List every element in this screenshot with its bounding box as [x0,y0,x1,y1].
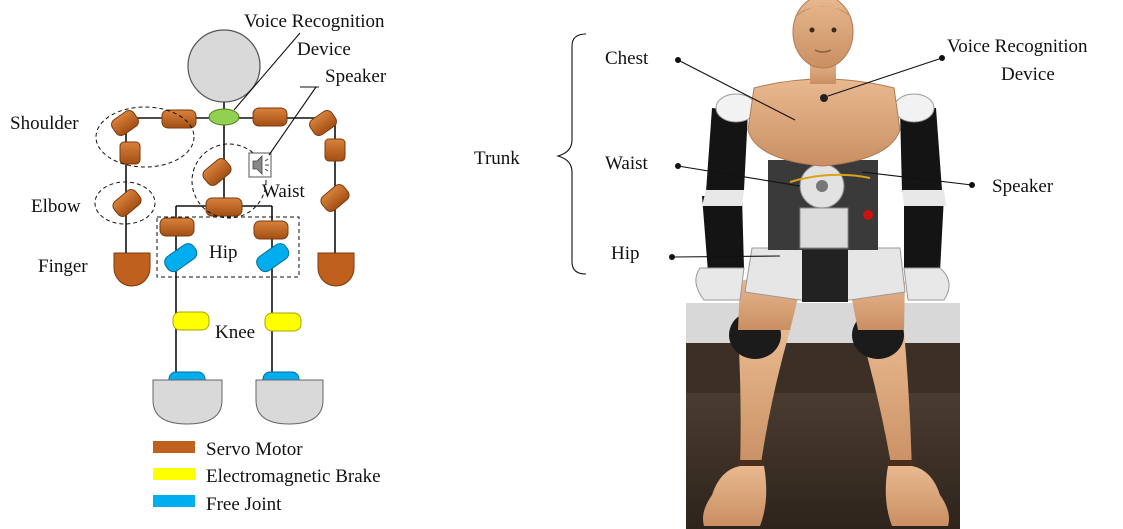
servo-motor-shape [307,108,339,138]
elbow-servo-shape [318,182,351,214]
foot-shape [256,380,323,424]
right-shoulder-joint-shape [894,94,934,122]
finger-shape [318,253,354,286]
photo-label-chest: Chest [605,48,649,69]
label-knee: Knee [215,322,255,343]
waist-bracket-shape [800,208,848,248]
photo-label-device: Device [1001,64,1055,85]
legend-servo-motor: Servo Motor [206,439,303,460]
photo-label-waist: Waist [605,153,649,174]
label-voice-recognition: Voice Recognition [244,11,385,32]
label-hip: Hip [209,242,238,263]
photo-label-speaker: Speaker [992,176,1054,197]
speaker-indicator-shape [863,210,873,220]
left-forearm-shape [702,196,744,272]
head-shape [793,0,853,68]
label-device: Device [297,39,351,60]
right-hand-shape [904,268,949,300]
photo-label-voice-recognition: Voice Recognition [947,36,1088,57]
legend-swatch-free-joint [153,495,195,507]
elbow-servo-shape [110,187,143,219]
right-forearm-shape [904,196,944,272]
label-speaker: Speaker [325,66,387,87]
waist-servo-shape [200,156,233,188]
speaker-icon [249,153,271,177]
chest-shape [748,79,900,166]
foot-shape [153,380,222,424]
legend-swatch-servo-motor [153,441,195,453]
label-finger: Finger [38,256,88,277]
knee-brake-shape [173,312,209,330]
photo-label-hip: Hip [611,243,640,264]
voice-recognition-device-shape [209,109,239,125]
label-elbow: Elbow [31,196,81,217]
label-shoulder: Shoulder [10,113,79,134]
legend-free-joint: Free Joint [206,494,282,515]
head-shape [188,30,260,102]
hip-servo-shape [254,221,288,239]
robot-photo: Chest Voice Recognition Device Trunk Wai… [474,0,1088,529]
servo-motor-shape [325,139,345,161]
label-waist: Waist [262,181,306,202]
finger-shape [114,253,150,286]
left-ankle-strap-shape [738,460,764,466]
waist-servo-shape [206,198,242,216]
servo-motor-shape [162,110,196,128]
bench-front-shape [686,343,960,393]
voice-device-mic-shape [820,94,828,102]
knee-brake-shape [265,313,301,331]
right-elbow-joint-shape [902,190,946,206]
photo-label-trunk: Trunk [474,148,520,169]
bench-cloth-shape [686,303,960,343]
left-eye-shape [810,28,815,33]
servo-motor-shape [109,108,141,138]
robot-schematic: Voice Recognition Device Speaker Shoulde… [10,11,387,515]
left-elbow-joint-shape [702,190,744,206]
right-ankle-strap-shape [888,460,914,466]
servo-motor-shape [120,142,140,164]
hip-servo-shape [160,218,194,236]
servo-motor-shape [253,108,287,126]
legend-swatch-electromagnetic-brake [153,468,195,480]
left-hand-shape [696,268,744,300]
waist-gear-hub-shape [816,180,828,192]
legend: Servo Motor Electromagnetic Brake Free J… [153,439,381,515]
trunk-brace [558,34,586,274]
legend-electromagnetic-brake: Electromagnetic Brake [206,466,381,487]
hip-free-joint-shape [162,241,200,274]
right-eye-shape [832,28,837,33]
shoulder-group-outline [96,107,194,167]
